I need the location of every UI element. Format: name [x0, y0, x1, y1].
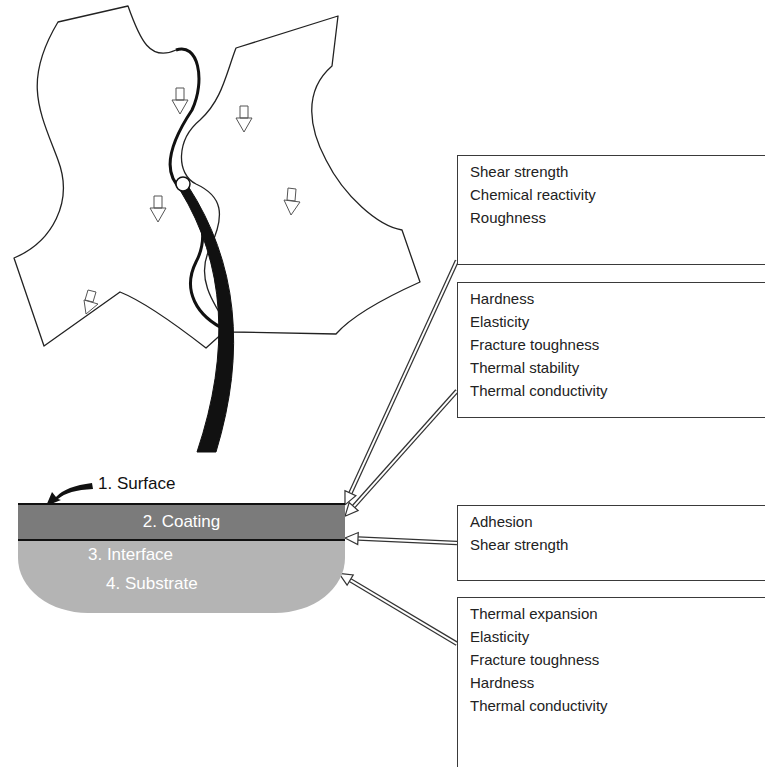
arrow-head — [345, 503, 358, 517]
property-text: Chemical reactivity — [470, 183, 764, 206]
property-text: Thermal stability — [470, 356, 764, 379]
arrow-shaft-core — [350, 261, 457, 493]
property-text: Thermal conductivity — [470, 694, 764, 717]
arrow-shaft — [350, 261, 457, 493]
property-box: Thermal expansionElasticityFracture toug… — [457, 597, 765, 767]
property-text: Hardness — [470, 671, 764, 694]
motion-arrow — [172, 88, 188, 114]
property-text: Shear strength — [470, 160, 764, 183]
property-text: Shear strength — [470, 533, 764, 556]
property-text: Adhesion — [470, 510, 764, 533]
property-text: Fracture toughness — [470, 648, 764, 671]
motion-arrow — [236, 106, 252, 132]
layer-label: 1. Surface — [98, 474, 176, 494]
layer-name: 4. Substrate — [106, 574, 345, 594]
property-box: HardnessElasticityFracture toughnessTher… — [457, 282, 765, 418]
arrow-shaft — [358, 539, 457, 543]
property-text: Elasticity — [470, 310, 764, 333]
property-box: Shear strengthChemical reactivityRoughne… — [457, 155, 765, 265]
layer-name: 2. Coating — [18, 512, 345, 532]
contact-circle — [176, 177, 190, 191]
motion-arrow — [150, 196, 166, 222]
motion-arrow — [84, 290, 98, 314]
pointer-arrow — [345, 533, 457, 545]
coating-band: 2. Coating — [18, 503, 345, 541]
zoom-wedge — [180, 186, 234, 452]
property-text: Thermal expansion — [470, 602, 764, 625]
pointer-arrow — [345, 391, 457, 517]
arrow-shaft-core — [350, 580, 457, 644]
property-text: Hardness — [470, 287, 764, 310]
arrow-shaft — [354, 391, 457, 507]
pointer-arrow — [345, 261, 457, 505]
motion-arrow — [284, 188, 300, 215]
arrow-shaft — [350, 580, 457, 644]
arrow-shaft-core — [358, 539, 457, 543]
arrow-head — [345, 533, 358, 545]
property-text: Roughness — [470, 206, 764, 229]
layer-label: 3. Interface — [88, 545, 173, 565]
property-text: Thermal conductivity — [470, 379, 764, 402]
arrow-shaft-core — [354, 391, 457, 507]
property-text: Elasticity — [470, 625, 764, 648]
property-box: AdhesionShear strength — [457, 505, 765, 581]
property-text: Fracture toughness — [470, 333, 764, 356]
pointer-arrow — [339, 573, 457, 643]
substrate-region: 4. Substrate — [18, 541, 345, 613]
